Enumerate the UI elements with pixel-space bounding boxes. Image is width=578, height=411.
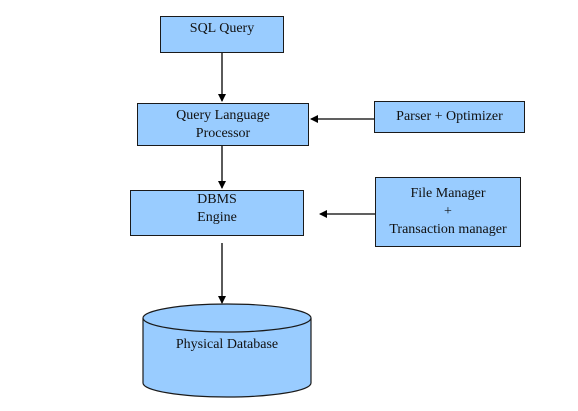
node-engine-label-line1: DBMS xyxy=(197,192,237,207)
node-parser-optimizer: Parser + Optimizer xyxy=(374,101,525,133)
node-dbms-engine: DBMS Engine xyxy=(130,190,304,236)
cylinder-top xyxy=(142,303,312,333)
node-file-transaction-manager: File Manager + Transaction manager xyxy=(375,177,521,247)
node-fm-label-line2: + xyxy=(444,204,452,219)
node-physical-database-label: Physical Database xyxy=(175,337,279,352)
node-fm-label-line3: Transaction manager xyxy=(389,222,507,237)
node-qlp-label-line1: Query Language xyxy=(176,107,270,123)
node-sql-query: SQL Query xyxy=(160,16,284,53)
node-sql-query-label: SQL Query xyxy=(189,21,255,36)
node-engine-label-line2: Engine xyxy=(197,210,237,225)
physical-database-cylinder xyxy=(142,303,312,398)
node-fm-label-line1: File Manager xyxy=(410,186,486,201)
node-query-language-processor: Query Language Processor xyxy=(137,103,309,146)
cylinder-body xyxy=(142,318,312,398)
node-parser-optimizer-label: Parser + Optimizer xyxy=(396,109,503,124)
node-qlp-label-line2: Processor xyxy=(195,125,251,141)
